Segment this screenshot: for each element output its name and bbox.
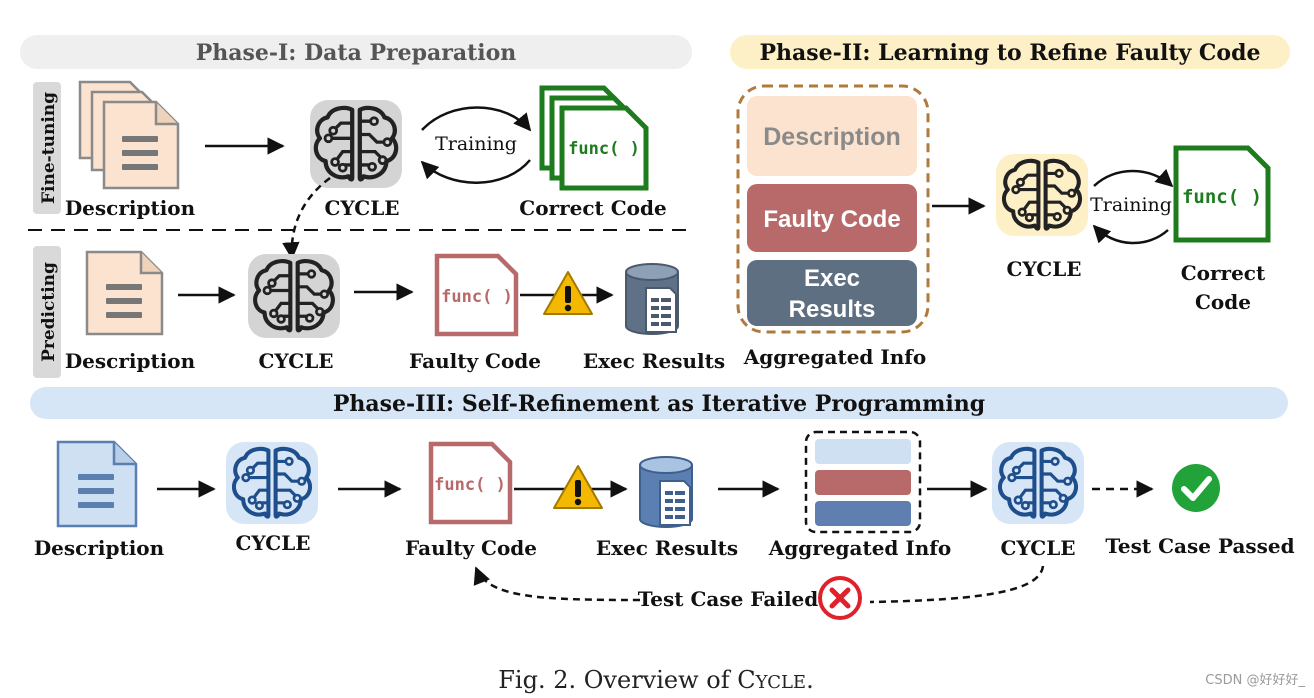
phase2-description-text: Description	[763, 123, 901, 151]
caption-prefix: Fig. 2. Overview of	[498, 666, 737, 694]
phase2-title-band	[730, 35, 1290, 69]
figure-caption: Fig. 2. Overview of CYCLE.	[498, 666, 813, 694]
finetuning-cycle-label: CYCLE	[324, 196, 399, 220]
cycle-model-icon-predict	[248, 254, 340, 338]
finetuning-side-label: Fine-tuning	[39, 92, 59, 204]
phase3-description-label: Description	[34, 536, 165, 560]
phase3-title: Phase-III: Self-Refinement as Iterative …	[333, 391, 985, 417]
phase3-aggregated-label: Aggregated Info	[768, 536, 951, 560]
phase3-cycle-label-1: CYCLE	[235, 531, 310, 555]
predict-description-doc-icon	[85, 250, 164, 336]
phase3-faulty-code-icon: func( )	[428, 441, 513, 525]
phase3-exec-db-icon	[639, 456, 693, 528]
phase3-failed-label: Test Case Failed	[638, 587, 819, 611]
phase2-title: Phase-II: Learning to Refine Faulty Code	[760, 40, 1261, 66]
phase3-cycle-icon-2	[992, 442, 1084, 524]
faulty-func-text: func( )	[441, 287, 513, 307]
phase3-title-band	[30, 387, 1288, 419]
phase3-func-text: func( )	[434, 475, 506, 495]
finetuning-description-label: Description	[65, 196, 196, 220]
caption-suffix: .	[806, 666, 814, 694]
phase3-passed-label: Test Case Passed	[1105, 534, 1294, 558]
predicting-description-label: Description	[65, 349, 196, 373]
caption-name-rest: YCLE	[755, 672, 806, 693]
phase3-section: Phase-III: Self-Refinement as Iterative …	[30, 387, 1295, 620]
predicting-side-tab	[33, 246, 61, 378]
finetuning-training-label: Training	[435, 133, 517, 155]
phase2-cycle-label: CYCLE	[1006, 257, 1081, 281]
test-passed-check-icon	[1172, 464, 1220, 512]
phase2-aggregated-label: Aggregated Info	[743, 345, 926, 369]
phase2-exec-box	[747, 260, 917, 326]
finetuning-side-tab	[33, 82, 61, 214]
fail-loop-right-segment	[869, 565, 1045, 604]
predicting-faulty-code-label: Faulty Code	[409, 349, 541, 373]
phase2-training-arrow-bottom	[1092, 224, 1169, 245]
phase2-exec-text-line2: Results	[789, 296, 876, 323]
training-arrow-bottom	[420, 159, 531, 184]
correct-code-func-text: func( )	[568, 139, 640, 159]
phase2-training-label: Training	[1090, 194, 1172, 216]
phase2-correct-label-line2: Code	[1195, 290, 1251, 314]
phase2-exec-text-line1: Exec	[804, 265, 860, 292]
phase2-faulty-box	[747, 184, 917, 252]
finetuning-correct-code-label: Correct Code	[519, 196, 666, 220]
phase3-cycle-icon-1	[226, 442, 318, 524]
training-arrow-top	[421, 106, 532, 132]
phase2-func-text: func( )	[1182, 186, 1262, 208]
phase2-training-arrow-top	[1093, 168, 1174, 188]
exec-results-db-icon	[625, 263, 679, 335]
predicting-side-label: Predicting	[39, 262, 59, 362]
phase3-warning-icon	[553, 465, 603, 509]
predicting-cycle-label: CYCLE	[258, 349, 333, 373]
phase2-faulty-text: Faulty Code	[763, 206, 900, 233]
phase3-aggregated-info-icon	[804, 430, 922, 534]
phase2-correct-code-icon: func( )	[1173, 145, 1271, 243]
description-docs-icon	[78, 80, 180, 190]
phase3-description-doc-icon	[56, 440, 138, 528]
phase3-exec-results-label: Exec Results	[596, 536, 738, 560]
phase2-correct-label-line1: Correct	[1181, 261, 1266, 285]
phase2-description-box	[747, 96, 917, 176]
correct-code-stack-icon: func( )	[539, 85, 649, 191]
phase1-title-band	[20, 35, 692, 69]
warning-icon	[543, 271, 593, 315]
arrow-finetuned-to-predict	[282, 176, 331, 260]
predicting-exec-results-label: Exec Results	[583, 349, 725, 373]
phase3-cycle-label-2: CYCLE	[1000, 536, 1075, 560]
phase2-section: Phase-II: Learning to Refine Faulty Code…	[730, 35, 1290, 369]
aggregated-info-dashed-frame	[736, 84, 930, 334]
phase1-section: Phase-I: Data Preparation Fine-tuning Pr…	[20, 35, 725, 378]
caption-name-first: C	[737, 666, 755, 694]
test-failed-x-icon	[818, 576, 862, 620]
phase3-faulty-code-label: Faulty Code	[405, 536, 537, 560]
cycle-model-icon-finetune	[310, 100, 402, 188]
phase1-title: Phase-I: Data Preparation	[196, 40, 517, 66]
faulty-code-doc-icon: func( )	[434, 253, 519, 337]
cycle-model-icon-phase2	[996, 154, 1088, 236]
watermark: CSDN @好好好_	[1205, 673, 1305, 688]
fail-loop-left-segment	[473, 566, 641, 602]
